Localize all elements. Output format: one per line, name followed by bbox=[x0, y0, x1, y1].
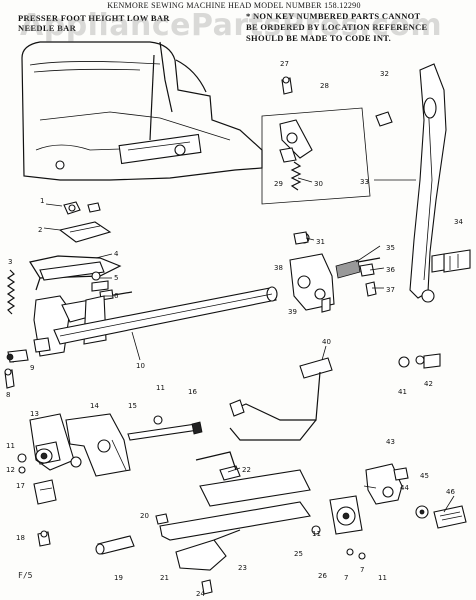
callout-20: 20 bbox=[140, 512, 149, 520]
callout-3: 3 bbox=[8, 258, 12, 266]
callout-40: 40 bbox=[322, 338, 331, 346]
callout-18: 18 bbox=[16, 534, 25, 542]
callout-15: 15 bbox=[128, 402, 137, 410]
small-bracket-17-18 bbox=[33, 479, 57, 547]
callout-21: 21 bbox=[160, 574, 169, 582]
needle-bar-lever-33 bbox=[335, 63, 471, 303]
diagram-title: KENMORE SEWING MACHINE HEAD MODEL NUMBER… bbox=[107, 1, 361, 10]
callout-23: 23 bbox=[238, 564, 247, 572]
callout-36: 36 bbox=[386, 266, 395, 274]
lever-assembly-40 bbox=[229, 353, 441, 441]
callout-34: 34 bbox=[454, 218, 463, 226]
callout-14: 14 bbox=[90, 402, 99, 410]
callout-30: 30 bbox=[314, 180, 323, 188]
callout-27: 27 bbox=[280, 60, 289, 68]
callout-29: 29 bbox=[274, 180, 283, 188]
callout-11-c: 11 bbox=[312, 530, 321, 538]
callout-19: 19 bbox=[114, 574, 123, 582]
callout-13: 13 bbox=[30, 410, 39, 418]
callout-12: 12 bbox=[6, 466, 15, 474]
callout-9: 9 bbox=[30, 364, 34, 372]
callout-11-d: 11 bbox=[378, 574, 387, 582]
callout-31: 31 bbox=[316, 238, 325, 246]
callout-41: 41 bbox=[398, 388, 407, 396]
presser-bar-parts bbox=[6, 201, 133, 315]
callout-11-a: 11 bbox=[156, 384, 165, 392]
callout-17: 17 bbox=[16, 482, 25, 490]
callout-1: 1 bbox=[40, 197, 44, 205]
callout-42: 42 bbox=[424, 380, 433, 388]
callout-2: 2 bbox=[38, 226, 42, 234]
callout-6: 6 bbox=[114, 292, 119, 300]
callout-16: 16 bbox=[188, 388, 197, 396]
right-note-line-2: BE ORDERED BY LOCATION REFERENCE bbox=[246, 22, 428, 32]
callout-7: 7 bbox=[360, 566, 364, 574]
lower-left-bracket-parts bbox=[17, 413, 203, 477]
leader-lines bbox=[10, 177, 455, 513]
left-note-line-2: NEEDLE BAR bbox=[18, 23, 77, 33]
left-note-line-1: PRESSER FOOT HEIGHT LOW BAR bbox=[18, 13, 170, 23]
feed-mechanism-parts bbox=[95, 451, 366, 595]
callout-32: 32 bbox=[380, 70, 389, 78]
presser-bar-assembly bbox=[4, 286, 278, 389]
right-note-line-1: * NON KEY NUMBERED PARTS CANNOT bbox=[246, 11, 421, 21]
callout-22: 22 bbox=[242, 466, 251, 474]
callout-5: 5 bbox=[114, 274, 118, 282]
presser-assembly-27-30 bbox=[261, 76, 371, 245]
callout-39: 39 bbox=[288, 308, 297, 316]
callout-43: 43 bbox=[386, 438, 395, 446]
callout-10: 10 bbox=[136, 362, 145, 370]
callout-44: 44 bbox=[400, 484, 409, 492]
callout-33: 33 bbox=[360, 178, 369, 186]
callout-38: 38 bbox=[274, 264, 283, 272]
knob-assembly-43-46 bbox=[365, 463, 467, 529]
callout-35: 35 bbox=[386, 244, 395, 252]
right-note-line-3: SHOULD BE MADE TO CODE INT. bbox=[246, 33, 392, 43]
callout-7-b: 7 bbox=[344, 574, 348, 582]
watermark: AppliancePartsPros.com bbox=[20, 8, 443, 43]
callout-45: 45 bbox=[420, 472, 429, 480]
callout-4: 4 bbox=[114, 250, 119, 258]
callout-37: 37 bbox=[386, 286, 395, 294]
page-code: F/5 bbox=[18, 571, 33, 580]
callout-numbers: 1 2 3 4 5 6 7 8 9 10 11 11 12 13 14 15 1… bbox=[6, 60, 463, 598]
callout-8: 8 bbox=[6, 391, 10, 399]
callout-11-b: 11 bbox=[6, 442, 15, 450]
eccentric-block-36-39 bbox=[289, 253, 377, 313]
callout-28: 28 bbox=[320, 82, 329, 90]
callout-24: 24 bbox=[196, 590, 205, 598]
machine-head-drawing bbox=[21, 41, 263, 181]
callout-26: 26 bbox=[318, 572, 327, 580]
callout-25: 25 bbox=[294, 550, 303, 558]
callout-46: 46 bbox=[446, 488, 455, 496]
